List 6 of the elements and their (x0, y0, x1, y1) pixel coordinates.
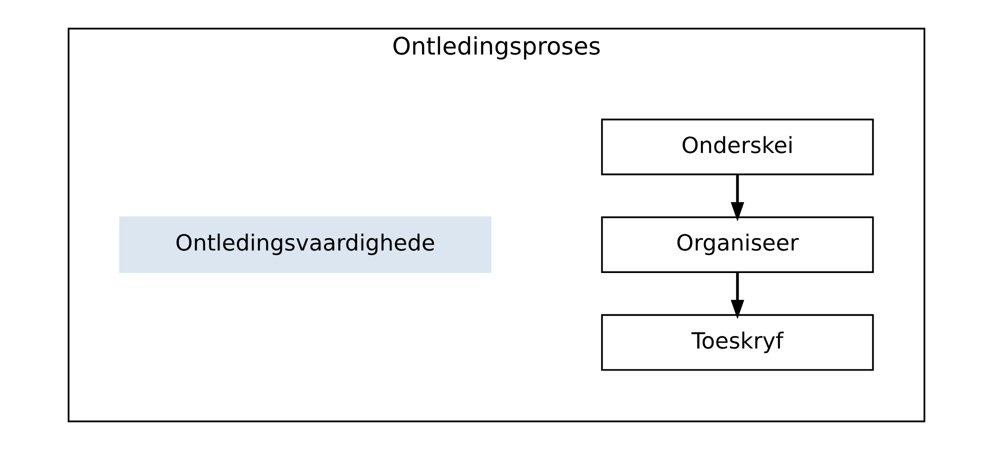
node-box: Toeskryf (600, 314, 874, 371)
arrow (730, 174, 744, 222)
node-box: Organiseer (600, 216, 874, 274)
arrow (730, 272, 744, 320)
node-box: Ontledingsvaardighede (118, 216, 491, 274)
node-box: Onderskei (600, 118, 874, 176)
